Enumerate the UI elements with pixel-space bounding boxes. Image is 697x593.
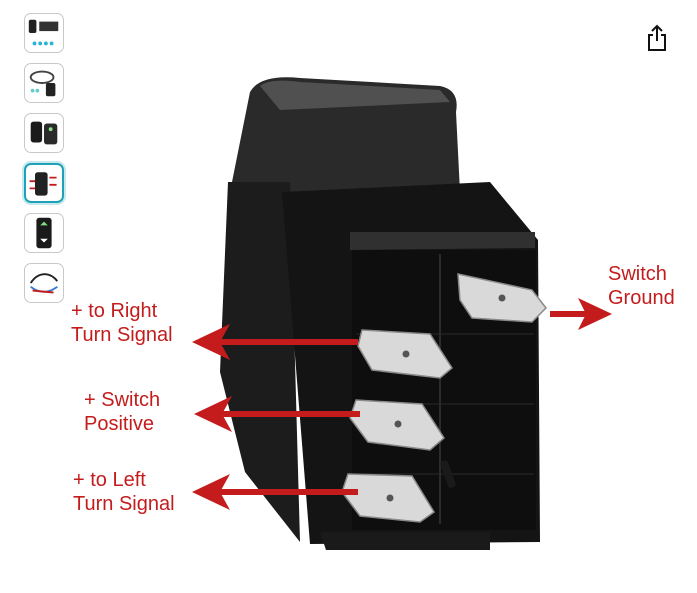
thumbnail-5[interactable]: [24, 213, 64, 253]
label-switch-positive: + Switch Positive: [84, 389, 161, 435]
label-right-turn-signal: + to Right Turn Signal: [71, 300, 173, 346]
share-icon: [648, 24, 666, 51]
thumbnail-2-image: [29, 70, 56, 97]
label-left-turn-signal: + to Left Turn Signal: [73, 469, 175, 515]
thumbnail-6[interactable]: [24, 263, 64, 303]
arrow-left-turn: [192, 474, 358, 510]
thumbnail-6-image: [29, 273, 59, 294]
arrow-switch-positive: [194, 396, 360, 432]
thumbnail-1[interactable]: [24, 13, 64, 53]
arrow-switch-ground: [550, 298, 612, 330]
label-switch-ground: Switch Ground: [608, 263, 675, 309]
product-image-rocker-switch: [220, 77, 547, 550]
thumbnail-3-image: [30, 121, 58, 145]
thumbnail-5-image: [36, 217, 52, 249]
share-button[interactable]: [644, 24, 670, 52]
thumbnail-2[interactable]: [24, 63, 64, 103]
thumbnail-4-image: [29, 172, 57, 196]
thumbnail-1-image: [28, 19, 59, 46]
arrow-right-turn: [192, 324, 358, 360]
thumbnail-4[interactable]: [24, 163, 64, 203]
thumbnail-3[interactable]: [24, 113, 64, 153]
